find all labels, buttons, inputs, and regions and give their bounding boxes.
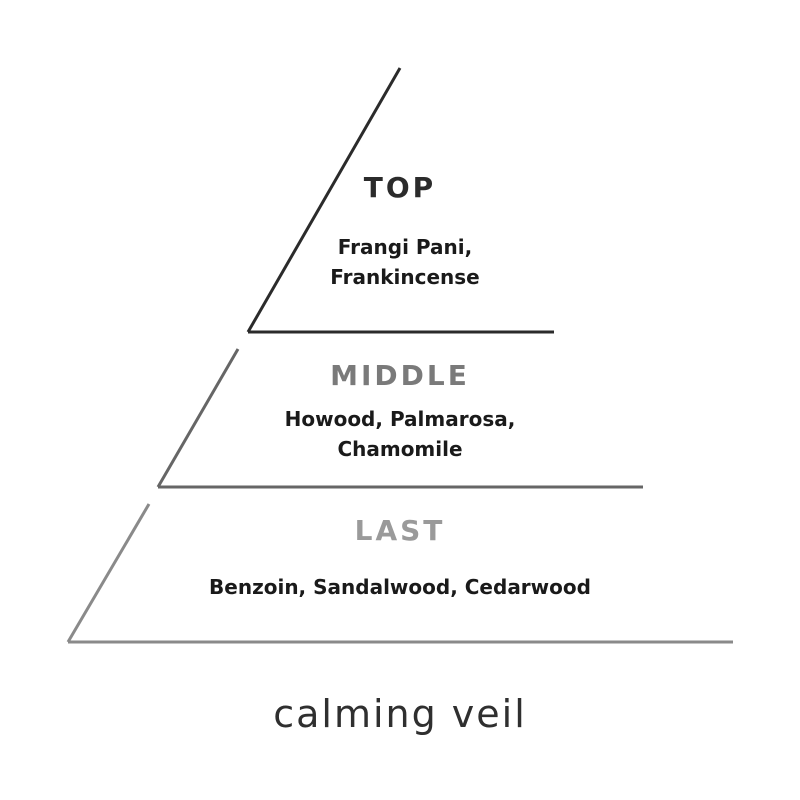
top-tier-title: TOP (363, 171, 437, 204)
last-tier-outline (66, 503, 733, 644)
middle-tier-notes-line-1: Howood, Palmarosa, (284, 407, 516, 431)
top-tier-notes-line-2: Frankincense (330, 265, 480, 289)
last-tier-notes-line-1: Benzoin, Sandalwood, Cedarwood (209, 575, 591, 599)
middle-tier-notes-line-2: Chamomile (337, 437, 463, 461)
middle-tier-outline (156, 348, 643, 489)
middle-tier-title: MIDDLE (330, 359, 470, 392)
middle-tier-notes: Howood, Palmarosa, Chamomile (170, 404, 630, 464)
last-tier-title: LAST (354, 514, 446, 547)
top-tier-notes-line-1: Frangi Pani, (337, 235, 473, 259)
last-tier-notes: Benzoin, Sandalwood, Cedarwood (170, 572, 630, 602)
last-tier-slope (66, 503, 151, 643)
product-name: calming veil (273, 692, 527, 736)
top-tier-notes: Frangi Pani, Frankincense (175, 232, 635, 292)
middle-tier-slope (156, 348, 240, 488)
top-tier-outline (246, 67, 554, 334)
top-tier-slope (246, 67, 402, 333)
